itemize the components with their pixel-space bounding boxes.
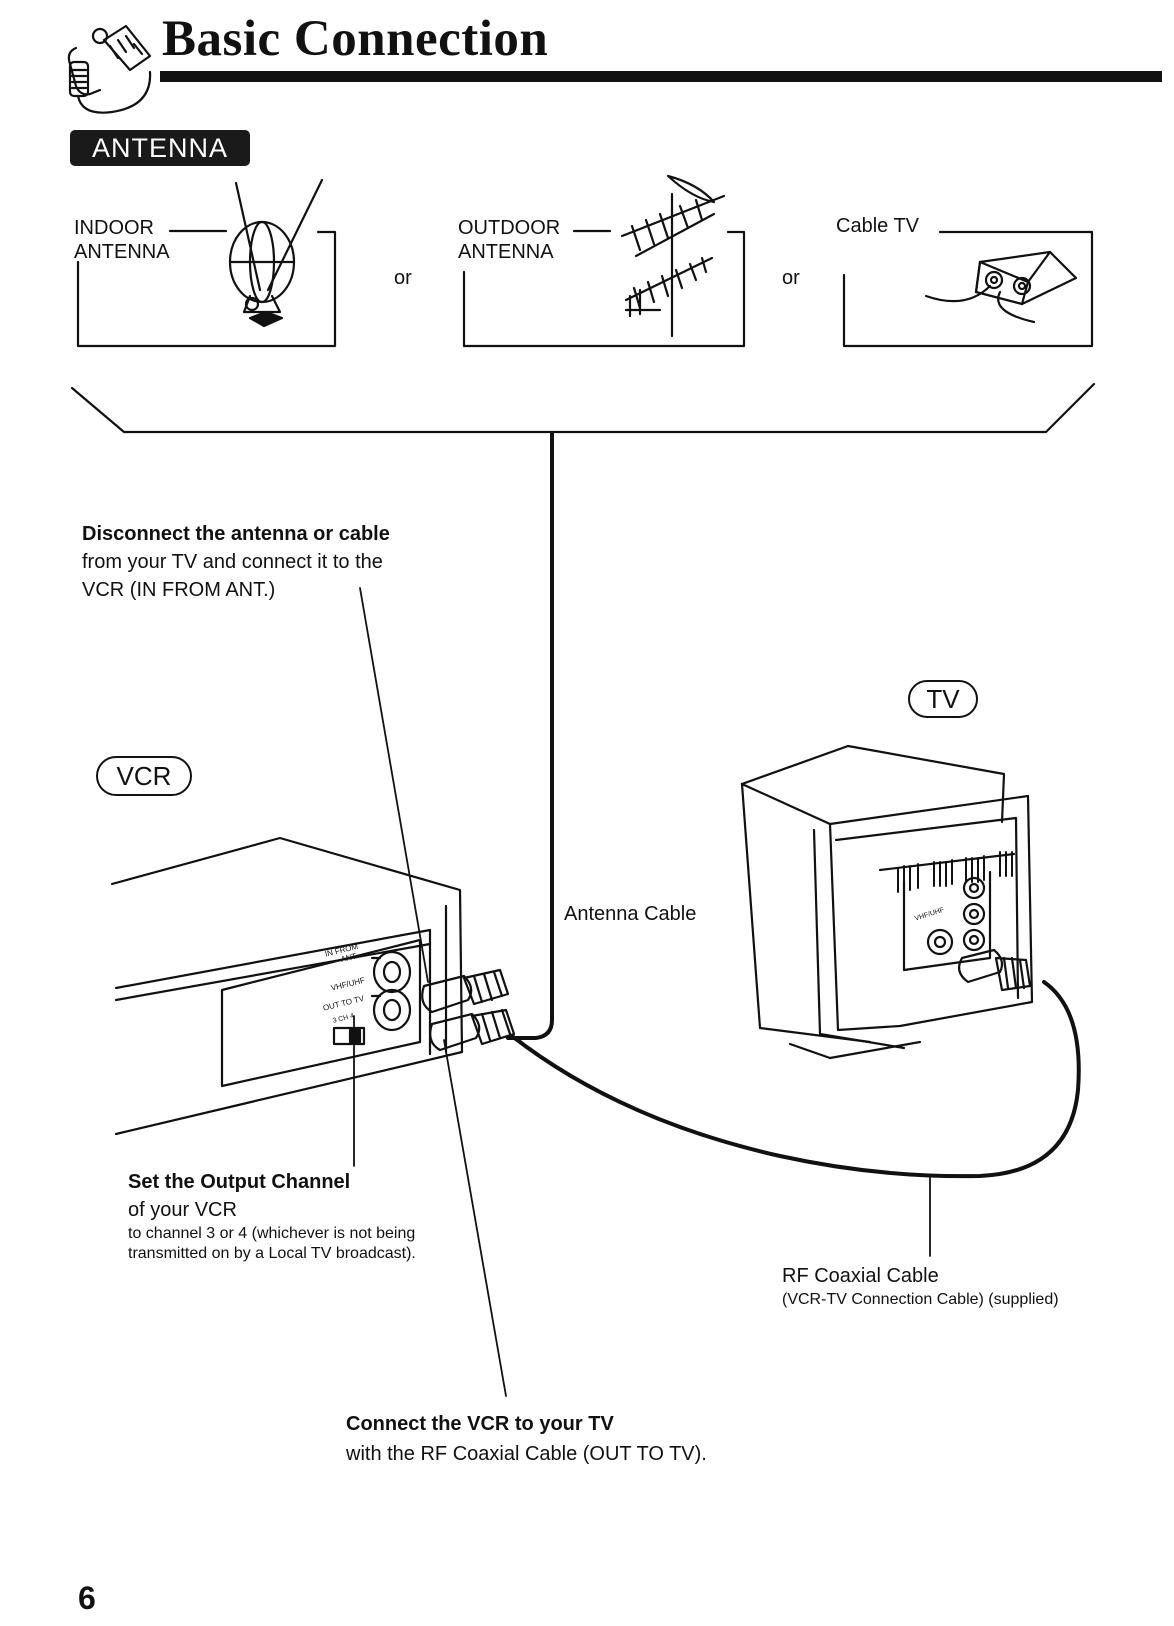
connect-vcr-line: with the RF Coaxial Cable (OUT TO TV). — [346, 1443, 707, 1465]
rf-coaxial-cable — [510, 980, 1081, 1179]
or-separator-2: or — [782, 267, 800, 289]
rf-coaxial-cable-label: RF Coaxial Cable — [782, 1265, 939, 1287]
vcr-body — [110, 836, 464, 1136]
disconnect-line-2: VCR (IN FROM ANT.) — [82, 579, 276, 601]
connect-vcr-heading: Connect the VCR to your TV — [346, 1413, 614, 1435]
cable-tv-label: Cable TV — [836, 215, 920, 237]
outdoor-antenna-box — [462, 229, 746, 348]
antenna-cable — [506, 432, 554, 1040]
vcr-cable-plugs — [421, 968, 516, 1052]
output-channel-note-1: to channel 3 or 4 (whichever is not bein… — [128, 1225, 416, 1242]
disconnect-line-1: from your TV and connect it to the — [82, 551, 383, 573]
antenna-section-badge: ANTENNA — [70, 130, 250, 166]
cable-plug-icon — [67, 24, 152, 114]
outdoor-antenna-label-2: ANTENNA — [458, 241, 554, 263]
cable-splitter-icon — [924, 250, 1078, 324]
vcr-label: VCR — [96, 756, 192, 796]
output-channel-note-2: transmitted on by a Local TV broadcast). — [128, 1245, 416, 1262]
callout-leaders — [353, 587, 931, 1397]
source-bracket — [70, 382, 1096, 434]
tv-jack-icons — [926, 876, 986, 956]
page-title: Basic Connection — [162, 11, 549, 67]
indoor-antenna-icon — [228, 178, 324, 328]
title-rule — [160, 71, 1162, 82]
indoor-antenna-label-2: ANTENNA — [74, 241, 170, 263]
tv-vent-icons — [897, 851, 1013, 893]
tv-label: TV — [908, 680, 978, 718]
antenna-cable-label: Antenna Cable — [564, 903, 697, 925]
indoor-antenna-label-1: INDOOR — [74, 217, 154, 239]
disconnect-heading: Disconnect the antenna or cable — [82, 523, 390, 545]
page-number: 6 — [78, 1580, 96, 1616]
output-channel-line: of your VCR — [128, 1199, 237, 1221]
indoor-antenna-box — [76, 229, 337, 348]
outdoor-antenna-label-1: OUTDOOR — [458, 217, 561, 239]
cable-tv-box — [842, 230, 1094, 348]
rf-coaxial-cable-note: (VCR-TV Connection Cable) (supplied) — [782, 1291, 1059, 1308]
tv-body — [740, 744, 1034, 1060]
tv-cable-plug — [957, 948, 1032, 992]
outdoor-antenna-icon — [620, 174, 726, 338]
output-channel-heading: Set the Output Channel — [128, 1171, 351, 1193]
vcr-jack-icons — [332, 950, 412, 1046]
or-separator-1: or — [394, 267, 412, 289]
